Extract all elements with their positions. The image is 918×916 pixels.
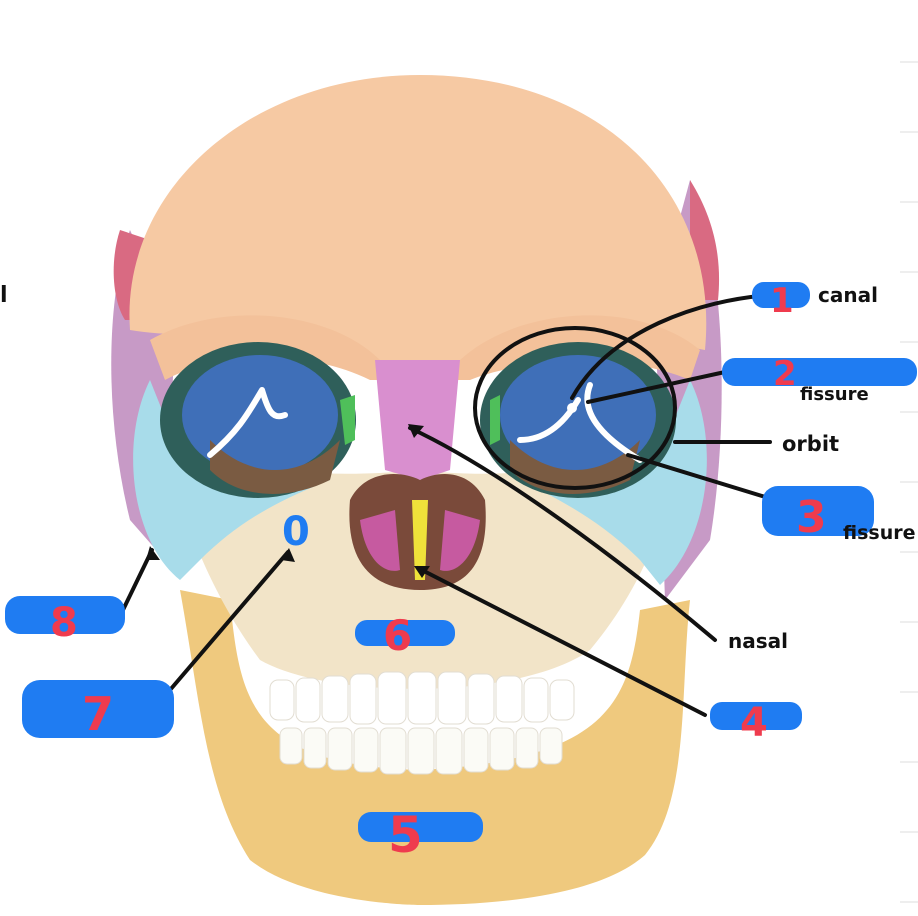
- redaction-5: [358, 812, 483, 842]
- lower-teeth: [279, 727, 563, 775]
- number-1: 1: [770, 281, 794, 321]
- number-3: 3: [796, 492, 827, 543]
- label-orbit: orbit: [782, 432, 839, 456]
- left-orbit-floor: [210, 440, 340, 494]
- number-8: 8: [50, 600, 78, 646]
- pointer-2: [586, 370, 727, 404]
- cranium: [129, 75, 707, 380]
- pointer-nasal: [408, 426, 717, 642]
- number-5: 5: [388, 806, 423, 864]
- left-orbit-fissure: [207, 387, 288, 458]
- upper-teeth: [269, 671, 575, 725]
- number-0: 0: [282, 509, 310, 555]
- redaction-6: [355, 620, 455, 646]
- pointer-7: [168, 550, 290, 692]
- pointer-4: [416, 566, 707, 717]
- number-7: 7: [82, 687, 114, 741]
- number-6: 6: [383, 611, 412, 660]
- orbit-circle: [473, 326, 677, 490]
- page-lines: [900, 61, 918, 903]
- label-nasal: nasal: [728, 629, 788, 653]
- redaction-7: [22, 680, 174, 738]
- redaction-2: [722, 358, 917, 386]
- left-orbit-inner: [182, 355, 338, 475]
- label-fissure-lower: fissure: [843, 522, 915, 544]
- number-4: 4: [740, 700, 768, 746]
- redaction-3: [762, 486, 874, 536]
- pointer-8: [120, 548, 154, 614]
- pointer-3: [626, 453, 777, 502]
- annotation-lines: [120, 293, 777, 717]
- optic-canal-dot: [567, 403, 577, 413]
- arrow-heads: [146, 424, 430, 578]
- redaction-8: [5, 596, 125, 634]
- label-fissure-upper: fissure: [800, 384, 869, 405]
- brow-ridge: [150, 315, 700, 380]
- label-left-cut: l: [0, 283, 8, 308]
- nasal-conchae: [360, 510, 480, 571]
- right-orbit-floor: [510, 440, 640, 494]
- label-canal: canal: [818, 283, 878, 307]
- redaction-4: [710, 702, 802, 730]
- pointer-1: [570, 293, 772, 400]
- number-2: 2: [773, 354, 797, 394]
- redaction-marks: [5, 282, 917, 842]
- redaction-1: [752, 282, 810, 308]
- vomer: [412, 500, 428, 580]
- nasal-bone: [375, 360, 460, 480]
- mandible: [180, 590, 690, 905]
